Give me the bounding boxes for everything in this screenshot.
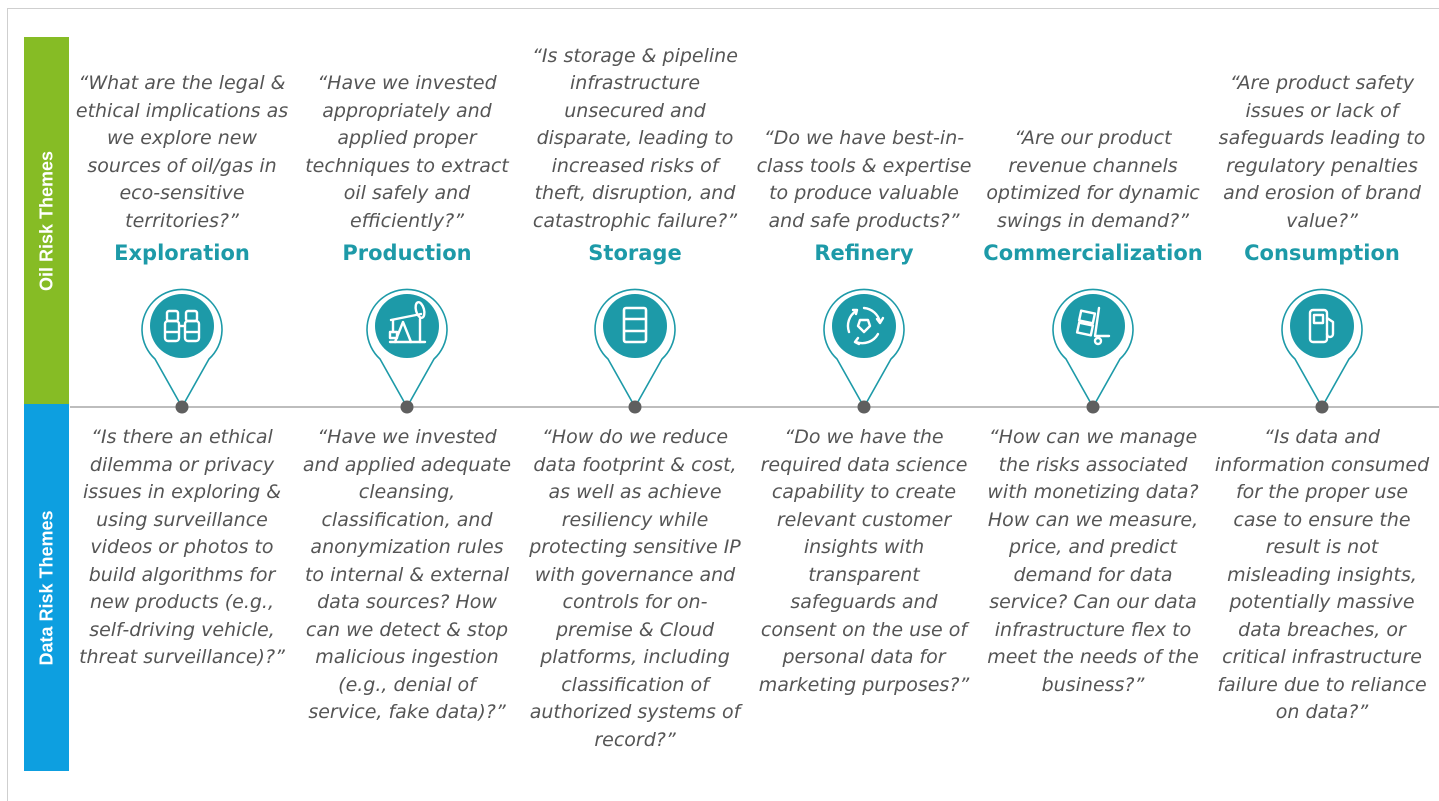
oil-question: “Is storage & pipeline infrastructure un… xyxy=(532,44,738,232)
stage-column-commercialization: “Are our product revenue channels optimi… xyxy=(979,0,1207,801)
data-question: “Have we invested and applied adequate c… xyxy=(302,426,512,723)
data-risk-label: Data Risk Themes xyxy=(36,509,56,666)
oil-risk-label: Oil Risk Themes xyxy=(36,150,56,291)
data-risk-band: Data Risk Themes xyxy=(24,404,69,771)
hand-truck-icon xyxy=(1052,288,1134,414)
stage-title: Exploration xyxy=(114,241,250,265)
stage-column-exploration: “What are the legal & ethical implicatio… xyxy=(68,0,296,801)
data-question: “Do we have the required data science ca… xyxy=(758,426,970,696)
oil-pump-icon xyxy=(366,288,448,414)
barrel-icon xyxy=(594,288,676,414)
refinery-cycle-icon xyxy=(823,288,905,414)
stage-column-consumption: “Are product safety issues or lack of sa… xyxy=(1208,0,1436,801)
data-question: “Is there an ethical dilemma or privacy … xyxy=(79,426,285,668)
binoculars-icon xyxy=(141,288,223,414)
timeline-line xyxy=(70,406,1439,408)
stage-title: Refinery xyxy=(814,241,914,265)
stage-column-refinery: “Do we have best-in-class tools & expert… xyxy=(750,0,978,801)
stage-title: Commercialization xyxy=(983,241,1203,265)
oil-question: “Are product safety issues or lack of sa… xyxy=(1218,72,1426,232)
stage-title: Storage xyxy=(588,241,682,265)
data-question: “How do we reduce data footprint & cost,… xyxy=(529,426,741,751)
oil-risk-band: Oil Risk Themes xyxy=(24,37,69,404)
data-question: “How can we manage the risks associated … xyxy=(987,426,1199,696)
oil-question: “Are our product revenue channels optimi… xyxy=(986,127,1200,232)
stage-title: Consumption xyxy=(1244,241,1400,265)
fuel-pump-icon xyxy=(1281,288,1363,414)
oil-question: “Have we invested appropriately and appl… xyxy=(305,72,509,232)
stage-column-production: “Have we invested appropriately and appl… xyxy=(293,0,521,801)
data-question: “Is data and information consumed for th… xyxy=(1214,426,1430,723)
diagram-frame xyxy=(7,8,1439,801)
oil-question: “What are the legal & ethical implicatio… xyxy=(75,72,289,232)
stage-title: Production xyxy=(342,241,472,265)
oil-question: “Do we have best-in-class tools & expert… xyxy=(756,127,972,232)
stage-column-storage: “Is storage & pipeline infrastructure un… xyxy=(521,0,749,801)
